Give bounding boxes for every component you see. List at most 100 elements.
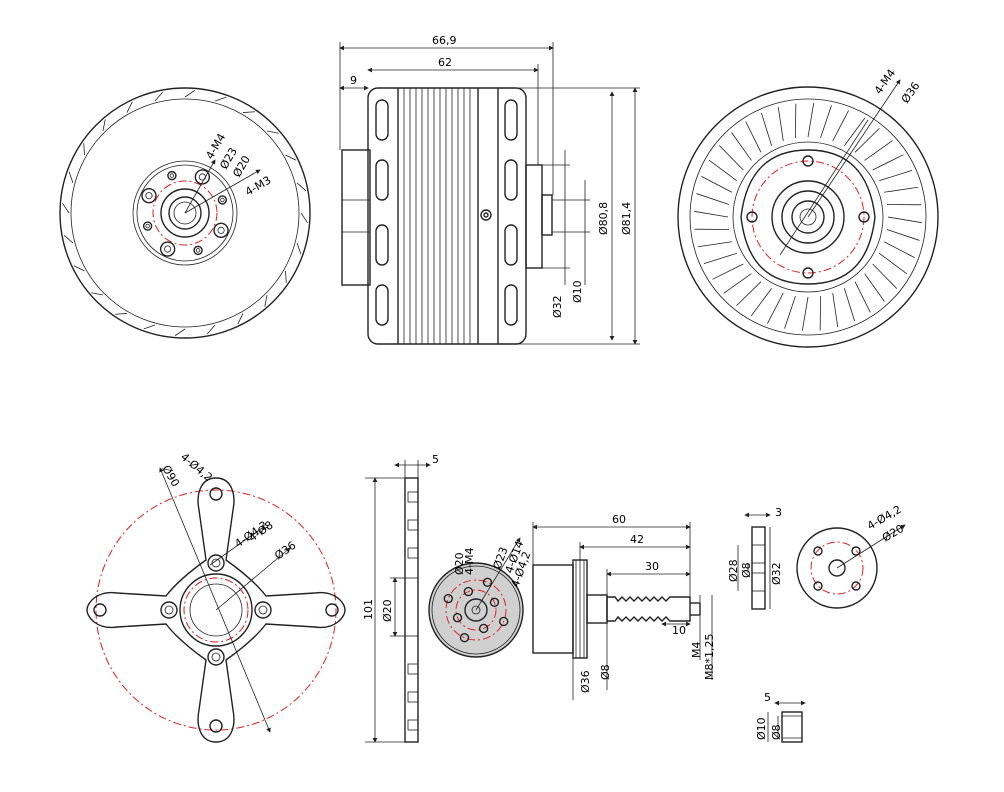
mount-step: [407, 663, 419, 675]
adapter-len-30: 30: [645, 560, 659, 573]
rim-slot: [102, 119, 106, 132]
cooling-vane: [703, 252, 737, 264]
disc-hole: [499, 616, 509, 627]
rim-slot: [126, 101, 133, 113]
cooling-vane: [820, 105, 832, 139]
disc-label-1: Ø20: [453, 552, 466, 575]
disc-hole: [482, 577, 493, 587]
mount-hole-inner: [164, 245, 172, 253]
side-dia-808: Ø80,8: [597, 202, 610, 235]
motor-front-view: 4-M4 Ø23 Ø20 4-M3: [59, 87, 311, 339]
mount-hole-inner: [220, 197, 225, 203]
cooling-vane: [864, 273, 885, 302]
motor-back-view: 4-M4 Ø36: [677, 67, 939, 348]
rim-slot: [73, 265, 85, 272]
cooling-vane: [718, 145, 744, 171]
mount-hole: [217, 195, 228, 205]
cooling-vane: [832, 110, 849, 142]
rim-slot: [91, 292, 104, 296]
mount-hole: [167, 170, 177, 181]
cooling-vane: [701, 176, 733, 193]
side-vent-right: [504, 99, 518, 141]
mount-label-1: Ø90: [159, 463, 182, 489]
mount-hole: [142, 221, 153, 231]
cooling-vane: [879, 170, 913, 182]
adapter-disc-view: 4-M4 Ø20 Ø23 4-Ø14 4-Ø4,2: [428, 537, 534, 658]
disc-hole: [489, 597, 500, 608]
rim-slot: [63, 234, 74, 244]
disc-hole: [452, 612, 463, 623]
rim-slot: [184, 90, 196, 98]
cooling-vane: [832, 293, 839, 328]
spacer-d8: Ø8: [770, 724, 783, 740]
rim-slot: [237, 313, 244, 325]
disc-hole: [459, 633, 470, 643]
cooling-vane: [750, 288, 773, 317]
side-len-body: 62: [438, 56, 452, 69]
cooling-vane: [854, 281, 871, 313]
mount-side-thickness: 5: [432, 453, 439, 466]
mount-label-0: 4-Ø4,2: [178, 450, 215, 484]
mount-step: [407, 547, 419, 559]
cooling-vane: [736, 281, 762, 307]
cooling-vane: [777, 106, 784, 141]
rim-slot: [115, 313, 128, 315]
cooling-vane: [694, 210, 729, 218]
cooling-vane: [761, 112, 773, 146]
prop-adapter-view: 60 42 30 10 Ø36 Ø8 M4 M8*1,25: [532, 513, 716, 700]
cooling-vane: [886, 229, 920, 241]
rim-slot: [264, 294, 268, 307]
mount-hole: [194, 169, 211, 185]
adapter-len-60: 60: [612, 513, 626, 526]
rim-slot: [83, 143, 85, 156]
back-label-0: 4-M4: [872, 67, 898, 97]
adapter-len-10: 10: [672, 624, 686, 637]
mount-hole: [141, 187, 157, 204]
rim-slot: [206, 324, 216, 335]
mount-label-4: Ø36: [272, 539, 298, 563]
washer-d28: Ø28: [727, 559, 740, 582]
adapter-len-42: 42: [630, 533, 644, 546]
mount-step: [407, 691, 419, 703]
washer-d8: Ø8: [740, 562, 753, 578]
cooling-vane: [854, 127, 880, 153]
mount-hole-inner: [145, 192, 153, 200]
washer-view: 3 Ø28 Ø8 Ø32 4-Ø4,2 Ø20: [727, 503, 906, 610]
side-dia-814: Ø81,4: [620, 202, 633, 235]
disc-hole: [478, 623, 489, 634]
cooling-vane: [872, 154, 904, 171]
spacer-view: 5 Ø10 Ø8: [755, 691, 806, 743]
side-vent-left: [375, 159, 389, 201]
cooling-vane: [843, 288, 855, 322]
mount-label-3: 4-Ø8: [246, 519, 275, 545]
side-dia-32: Ø32: [551, 295, 564, 318]
disc-hole: [443, 593, 453, 604]
mount-side-view: 5 101 Ø20: [362, 453, 439, 743]
back-bolt-circle: [751, 160, 865, 274]
cooling-vane: [879, 252, 908, 275]
adapter-thread: M8*1,25: [703, 634, 716, 680]
bolt-circle-red: [152, 180, 218, 246]
side-vent-right: [504, 159, 518, 201]
spacer-d10: Ø10: [755, 717, 768, 740]
mount-side-dia: Ø20: [381, 599, 394, 622]
mount-side-height: 101: [362, 599, 375, 620]
cooling-vane: [887, 216, 922, 224]
side-dia-10: Ø10: [571, 280, 584, 303]
side-vent-left: [375, 224, 389, 266]
mount-hole-inner: [169, 173, 175, 178]
cooling-vane: [864, 140, 893, 161]
cooling-vane: [767, 292, 784, 324]
cooling-vane: [696, 193, 730, 205]
side-vent-right: [504, 224, 518, 266]
adapter-dia-36: Ø36: [579, 670, 592, 693]
rim-slot: [285, 270, 287, 283]
cooling-vane: [723, 273, 752, 294]
mount-hole: [193, 245, 203, 256]
mount-hole-inner: [195, 248, 201, 253]
cooling-vane: [884, 186, 919, 193]
rim-slot: [242, 111, 255, 113]
rim-slot: [296, 182, 307, 192]
cooling-vane: [697, 241, 732, 248]
